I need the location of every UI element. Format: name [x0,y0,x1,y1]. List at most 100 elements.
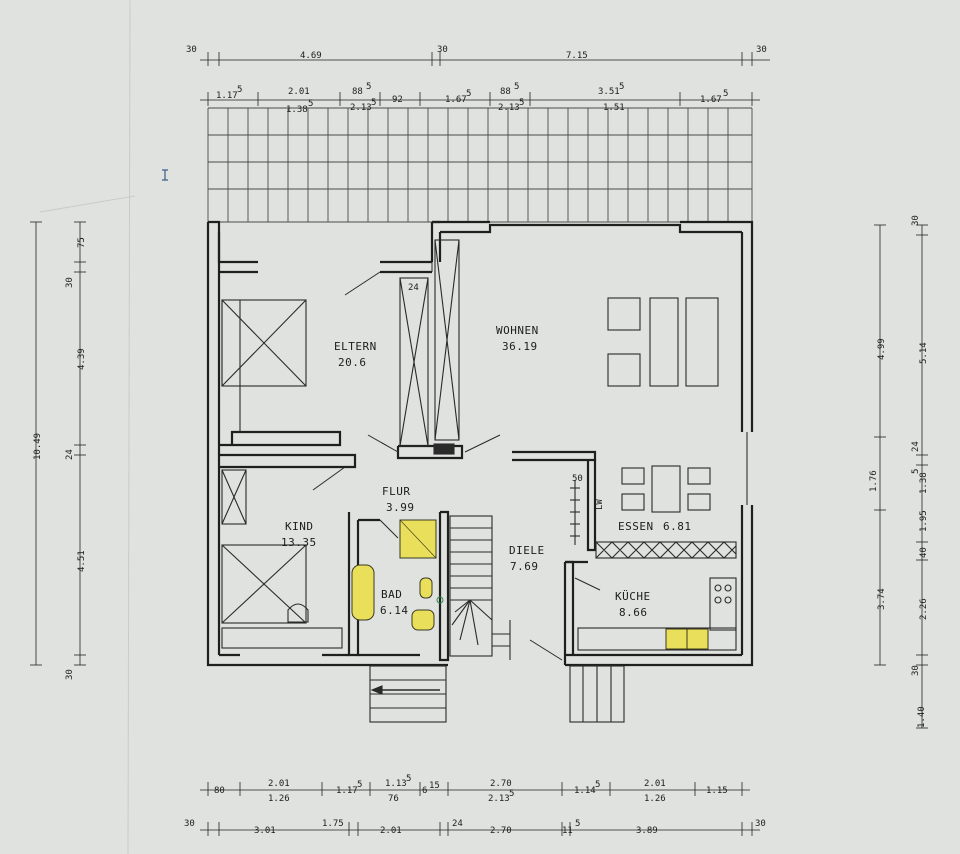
label-wall-24: 24 [408,283,419,293]
dim-top-1-e: 30 [756,45,767,55]
bottom-dimensions: 80 2.01 1.17 5 1.13 5 6 15 2.70 1.14 5 2… [184,774,766,836]
room-area-kueche: 8.66 [619,606,648,619]
dim-top-2-e: 1.67 [445,95,467,105]
room-area-diele: 7.69 [510,560,539,573]
dim-bot-2-a: 1.26 [268,794,290,804]
dim-left-75: 75 [77,237,87,248]
top-dimensions: 30 4.69 30 7.15 30 1.17 5 2.01 88 5 92 1… [186,45,767,115]
dim-bot-2-c: 2.13 [488,794,510,804]
radiator [570,480,580,545]
dim-right-in-514: 5.14 [919,342,929,364]
room-name-flur: FLUR [382,485,411,498]
dim-right-in-40: 40 [919,547,929,558]
dim-right-in-195: 1.95 [919,510,929,532]
room-area-flur: 3.99 [386,501,415,514]
dim-right-499: 4.99 [877,338,887,360]
dim-top-2-c-sup: 5 [366,82,371,92]
washbasin [411,609,435,631]
dim-right-140: 1.40 [917,706,927,728]
dim-bot-3-b: 3.01 [254,826,276,836]
dim-left-451: 4.51 [77,550,87,572]
dim-top-2-a-sup: 5 [237,85,242,95]
dim-top-2-h-sup: 5 [723,89,728,99]
dim-bot-3-e: 24 [452,819,463,829]
dim-bot-1-c: 1.17 [336,786,358,796]
dim-top-3-c: 2.13 [498,103,520,113]
dim-top-2-d: 92 [392,95,403,105]
dim-bot-1-i: 1.15 [706,786,728,796]
paper-creases [39,0,136,854]
dim-bot-2-d: 1.26 [644,794,666,804]
dim-top-1-c: 30 [437,45,448,55]
terrace-grid [207,107,753,223]
walls [206,220,754,667]
dim-bot-1-d-sup: 5 [406,774,411,784]
dim-right-176: 1.76 [869,470,879,492]
dim-top-2-f: 88 [500,87,511,97]
dim-bot-1-a: 80 [214,786,225,796]
dim-top-3-b-sup: 5 [371,98,376,108]
dim-top-3-b: 2.13 [350,103,372,113]
bathtub [351,564,375,621]
dim-top-1-b: 4.69 [300,51,322,61]
room-name-bad: BAD [381,588,402,601]
dim-right-in-24: 24 [911,441,921,452]
dim-bot-1-e: 6 [422,786,427,796]
room-labels: ELTERN 20.6 WOHNEN 36.19 KIND 13.35 FLUR… [281,283,692,619]
dim-bot-1-f: 2.70 [490,779,512,789]
dim-bot-3-g-sup: 5 [575,819,580,829]
dim-bot-3-g: 11 [562,826,573,836]
room-name-eltern: ELTERN [334,340,377,353]
dim-bot-1-d: 1.13 [385,779,407,789]
room-name-essen: ESSEN [618,520,654,533]
room-name-diele: DIELE [509,544,545,557]
dim-top-1-d: 7.15 [566,51,588,61]
dim-right-in-226: 2.26 [919,598,929,620]
room-area-wohnen: 36.19 [502,340,538,353]
dim-left-30a: 30 [65,277,75,288]
right-dimensions: 4.99 1.76 3.74 1.40 30 5.14 24 1.38 5 1.… [869,215,929,728]
dimension-lines [30,52,928,836]
dim-top-3-a-sup: 5 [308,99,313,109]
dim-left-24: 24 [65,449,75,460]
dim-right-in-30a: 30 [911,215,921,226]
dim-top-2-h: 1.67 [700,95,722,105]
left-dimensions: 10.49 75 30 4.39 24 4.51 30 [33,237,87,680]
dim-top-3-a: 1.38 [286,105,308,115]
dim-bot-3-h: 3.89 [636,826,658,836]
dim-top-2-a: 1.17 [216,91,238,101]
dim-bot-2-c-sup: 5 [509,789,514,799]
dim-top-2-g-sup: 5 [619,82,624,92]
room-name-kueche: KÜCHE [615,590,651,603]
toilet [419,577,433,599]
dim-bot-3-d: 2.01 [380,826,402,836]
room-name-wohnen: WOHNEN [496,324,539,337]
dim-top-2-c: 88 [352,87,363,97]
dim-bot-3-c: 1.75 [322,819,344,829]
dim-top-2-b: 2.01 [288,87,310,97]
dim-bot-1-e2: 15 [429,781,440,791]
stray-mark [162,169,168,181]
dim-right-in-138: 1.38 [919,472,929,494]
dim-bot-3-f: 2.70 [490,826,512,836]
sanitary-objects [351,519,709,650]
dim-bot-1-c-sup: 5 [357,780,362,790]
dim-top-2-g: 3.51 [598,87,620,97]
dim-right-in-138-sup: 5 [911,469,921,474]
dim-top-2-f-sup: 5 [514,82,519,92]
dim-left-30b: 30 [65,669,75,680]
furniture [221,239,737,723]
entrance-steps [369,665,625,723]
room-area-essen: 6.81 [663,520,692,533]
dim-top-2-e-sup: 5 [466,89,471,99]
dim-bot-1-g: 1.14 [574,786,596,796]
label-step-50: 50 [572,474,583,484]
dim-top-3-d: 1.51 [603,103,625,113]
dim-bot-1-g-sup: 5 [595,780,600,790]
dim-bot-1-b: 2.01 [268,779,290,789]
dim-right-in-30b: 30 [911,665,921,676]
room-area-kind: 13.35 [281,536,317,549]
dim-left-total: 10.49 [33,433,43,460]
dim-bot-3-i: 30 [755,819,766,829]
